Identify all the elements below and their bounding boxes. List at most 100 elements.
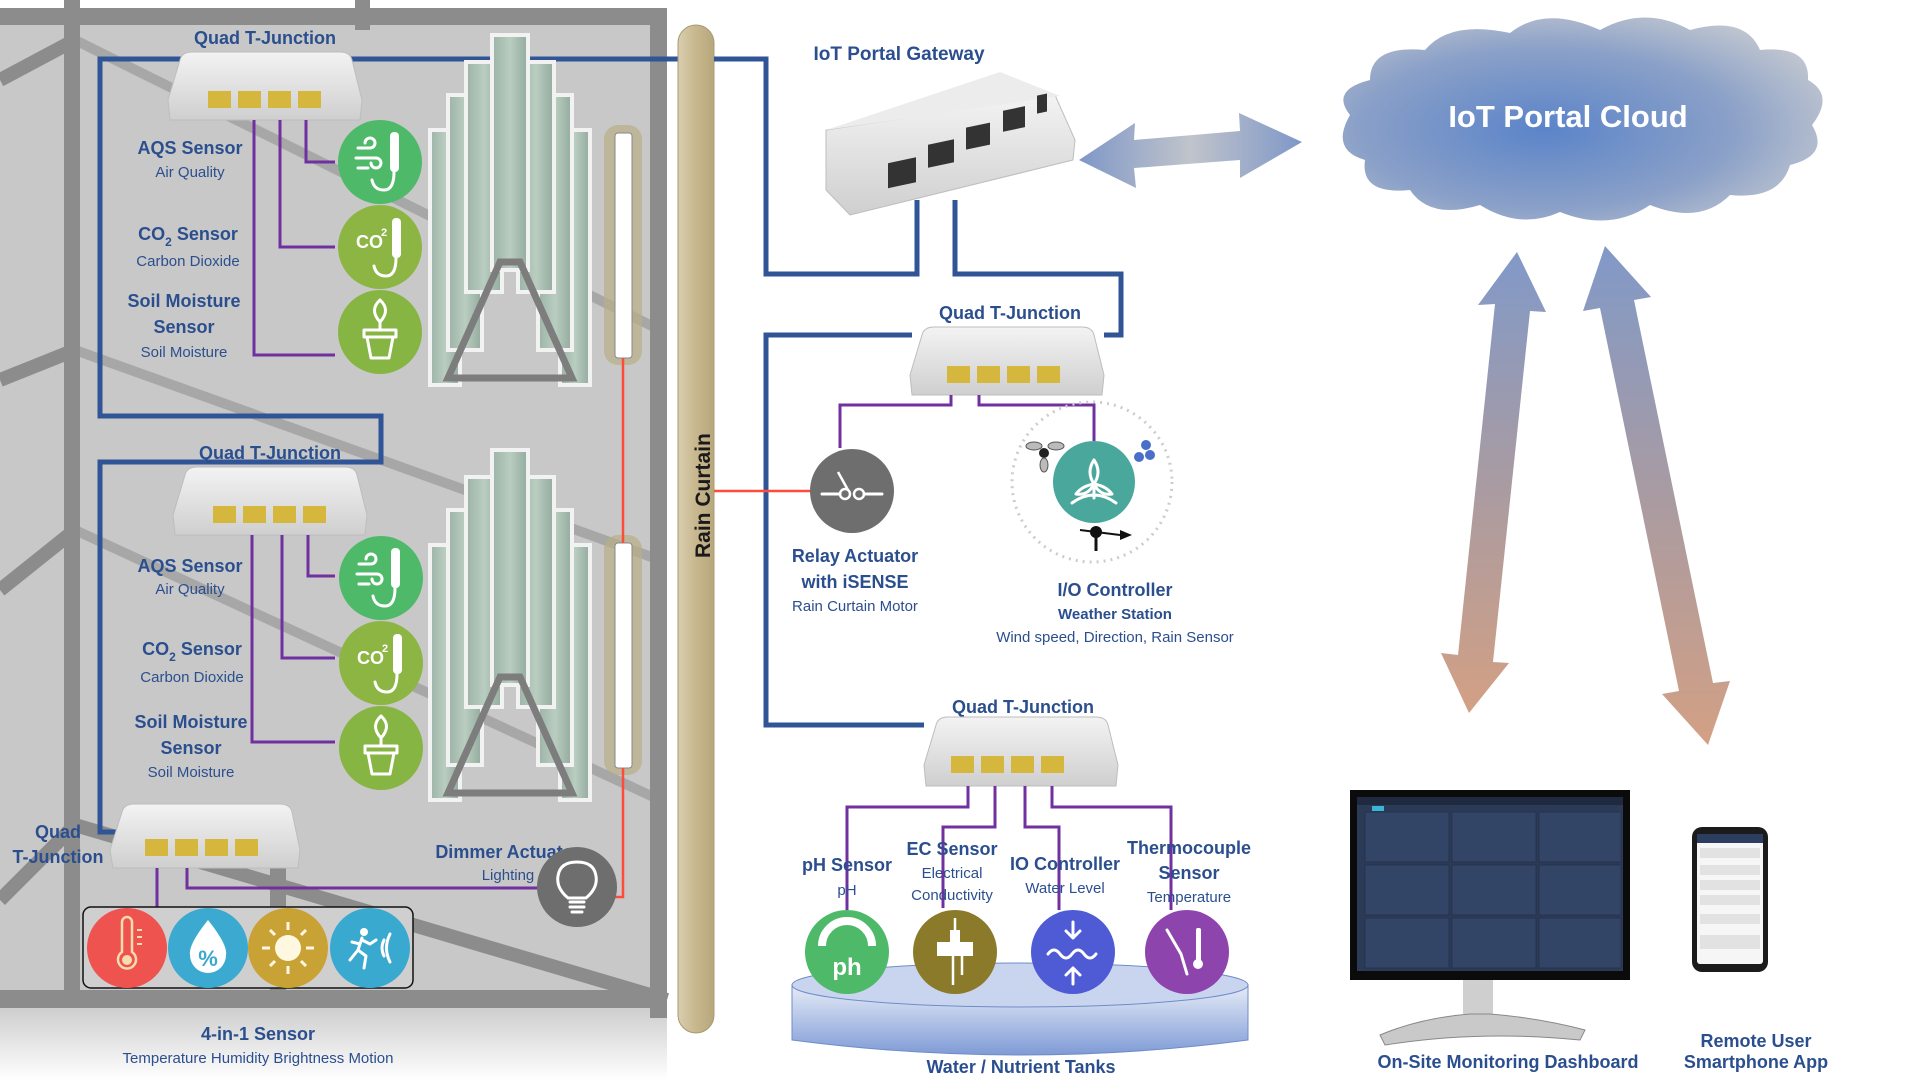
svg-text:CO: CO bbox=[357, 648, 384, 668]
relay-title-line1: Relay Actuator bbox=[792, 546, 918, 566]
quad-t-junction-label: Quad T-Junction bbox=[952, 697, 1094, 717]
smartphone-label-line2: Smartphone App bbox=[1684, 1052, 1828, 1072]
soil-sensor-title-line2: Sensor bbox=[153, 317, 214, 337]
bidirectional-arrow-gateway-cloud bbox=[1079, 113, 1302, 188]
quad-t-junction-bottom[interactable] bbox=[109, 803, 301, 869]
motion-icon bbox=[330, 908, 410, 988]
svg-text:%: % bbox=[198, 946, 218, 971]
thermocouple-title-line1: Thermocouple bbox=[1127, 838, 1251, 858]
aqs-sensor-node[interactable] bbox=[339, 536, 423, 620]
zone-upper: Quad T-Junction AQS Sensor Air Quality C… bbox=[127, 28, 422, 374]
wind-vane-icon bbox=[1079, 526, 1132, 551]
quad-t-junction-tanks[interactable]: Quad T-Junction bbox=[923, 697, 1119, 787]
relay-actuator-node[interactable] bbox=[810, 449, 894, 533]
co2-sensor-subtitle: Carbon Dioxide bbox=[136, 253, 239, 270]
cloud-icon bbox=[1342, 17, 1823, 221]
co2-sensor-subtitle: Carbon Dioxide bbox=[140, 669, 243, 686]
greenhouse-floor-fade bbox=[0, 1000, 667, 1080]
gateway-label: IoT Portal Gateway bbox=[813, 44, 984, 65]
aqs-sensor-node[interactable] bbox=[338, 120, 422, 204]
thermocouple-subtitle: Temperature bbox=[1147, 889, 1231, 906]
ec-sensor-subtitle-line2: Conductivity bbox=[911, 887, 993, 904]
sun-icon bbox=[248, 908, 328, 988]
soil-moisture-sensor-node[interactable] bbox=[339, 706, 423, 790]
svg-text:CO: CO bbox=[356, 232, 383, 252]
four-in-one-title: 4-in-1 Sensor bbox=[201, 1024, 315, 1044]
co2-sensor-title: CO2 Sensor bbox=[142, 639, 242, 664]
anemometer-icon bbox=[1025, 441, 1065, 473]
gateway-device-icon bbox=[825, 72, 1076, 216]
soil-sensor-title: Soil Moisture bbox=[127, 291, 240, 311]
plant-pot-icon bbox=[339, 706, 423, 790]
tank-label: Water / Nutrient Tanks bbox=[926, 1057, 1115, 1077]
aqs-sensor-subtitle: Air Quality bbox=[155, 164, 225, 181]
nutrient-tank bbox=[791, 962, 1249, 1056]
humidity-icon: % bbox=[168, 908, 248, 988]
relay-subtitle: Rain Curtain Motor bbox=[792, 598, 918, 615]
quad-t-junction-label: Quad T-Junction bbox=[199, 443, 341, 463]
ec-sensor-title: EC Sensor bbox=[906, 839, 997, 859]
zone-bottom: Quad T-Junction Dimmer Actuator Lighting bbox=[13, 803, 617, 1067]
gateway-node[interactable]: IoT Portal Gateway bbox=[813, 44, 1076, 216]
quad-t-junction-lower[interactable] bbox=[172, 466, 368, 536]
quad-t-junction-label: Quad T-Junction bbox=[939, 303, 1081, 323]
ph-sensor-node[interactable]: ph bbox=[805, 910, 889, 994]
co2-sensor-title: CO2 Sensor bbox=[138, 224, 238, 249]
soil-sensor-title-line2: Sensor bbox=[160, 738, 221, 758]
thermocouple-title-line2: Sensor bbox=[1158, 863, 1219, 883]
soil-sensor-subtitle: Soil Moisture bbox=[141, 344, 228, 361]
switch-icon bbox=[810, 449, 894, 533]
ec-sensor-subtitle-line1: Electrical bbox=[922, 865, 983, 882]
dimmer-actuator-subtitle: Lighting bbox=[482, 867, 535, 884]
zone-lower: Quad T-Junction AQS Sensor Air Quality C… bbox=[134, 443, 423, 790]
thermocouple-sensor-node[interactable] bbox=[1145, 910, 1229, 994]
four-in-one-subtitle: Temperature Humidity Brightness Motion bbox=[123, 1050, 394, 1067]
soil-sensor-subtitle: Soil Moisture bbox=[148, 764, 235, 781]
smartphone-label-line1: Remote User bbox=[1700, 1031, 1811, 1051]
aqs-sensor-title: AQS Sensor bbox=[137, 138, 242, 158]
io-controller-water-level-node[interactable] bbox=[1031, 910, 1115, 994]
weather-sensors-subtitle: Wind speed, Direction, Rain Sensor bbox=[996, 629, 1234, 646]
rain-curtain[interactable]: Rain Curtain bbox=[677, 24, 715, 1034]
relay-title-line2: with iSENSE bbox=[800, 572, 908, 592]
quad-t-junction-label-line1: Quad bbox=[35, 822, 81, 842]
co2-sensor-node[interactable]: CO 2 bbox=[339, 621, 423, 705]
cloud-label: IoT Portal Cloud bbox=[1448, 99, 1687, 134]
rain-curtain-label: Rain Curtain bbox=[692, 433, 715, 558]
cloud-node[interactable]: IoT Portal Cloud bbox=[1342, 17, 1823, 221]
ph-sensor-subtitle: pH bbox=[837, 882, 856, 899]
quad-t-junction-middle[interactable]: Quad T-Junction bbox=[909, 303, 1105, 396]
co2-sensor-node[interactable]: CO 2 bbox=[338, 205, 422, 289]
soil-sensor-title: Soil Moisture bbox=[134, 712, 247, 732]
light-bulb-icon bbox=[537, 847, 617, 927]
aqs-sensor-subtitle: Air Quality bbox=[155, 581, 225, 598]
monitor-icon[interactable] bbox=[1350, 790, 1630, 1046]
greenhouse-section: Quad T-Junction AQS Sensor Air Quality C… bbox=[0, 0, 766, 1080]
plant-pot-icon bbox=[338, 290, 422, 374]
soil-moisture-sensor-node[interactable] bbox=[338, 290, 422, 374]
svg-text:2: 2 bbox=[381, 227, 387, 239]
thermometer-icon bbox=[87, 908, 167, 988]
io-controller-water-title: IO Controller bbox=[1010, 854, 1120, 874]
network-wires bbox=[714, 56, 1124, 728]
four-in-one-sensor[interactable]: % bbox=[82, 906, 414, 989]
dimmer-actuator-node[interactable] bbox=[537, 847, 617, 927]
quad-t-junction-label-line2: T-Junction bbox=[13, 847, 104, 867]
weather-station-subtitle: Weather Station bbox=[1058, 606, 1172, 623]
smartphone-icon[interactable] bbox=[1692, 827, 1768, 972]
vertical-planter-lower bbox=[428, 448, 592, 802]
rain-drops-icon bbox=[1134, 440, 1155, 462]
svg-text:2: 2 bbox=[382, 643, 388, 655]
io-controller-weather-node[interactable] bbox=[1010, 400, 1174, 564]
grow-lights bbox=[604, 125, 642, 899]
ph-sensor-title: pH Sensor bbox=[802, 855, 892, 875]
bidirectional-arrow-cloud-dashboard bbox=[1441, 252, 1546, 713]
io-controller-title: I/O Controller bbox=[1057, 580, 1172, 600]
io-controller-water-subtitle: Water Level bbox=[1025, 880, 1104, 897]
bidirectional-arrow-cloud-smartphone bbox=[1583, 246, 1730, 745]
dimmer-actuator-title: Dimmer Actuator bbox=[435, 842, 580, 862]
aqs-sensor-title: AQS Sensor bbox=[137, 556, 242, 576]
ec-sensor-node[interactable] bbox=[913, 910, 997, 994]
quad-t-junction-upper[interactable] bbox=[167, 51, 363, 121]
